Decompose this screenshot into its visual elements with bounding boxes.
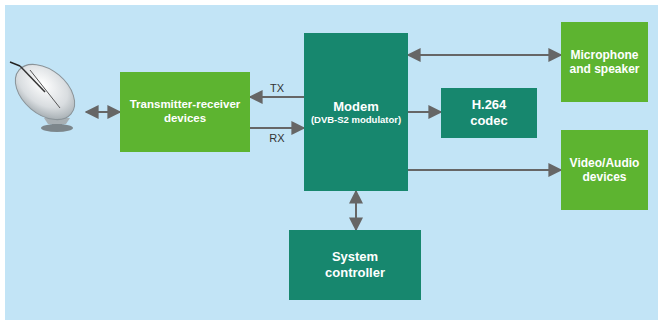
controller-box: System controller <box>289 230 421 300</box>
connector-arrow <box>408 169 561 171</box>
device-box: Transmitter-receiver devices <box>120 72 250 152</box>
node-title: System controller <box>310 249 400 280</box>
signal-label: TX <box>268 82 286 94</box>
connector-arrow <box>250 96 304 98</box>
node-title: Modem <box>333 99 379 115</box>
connector-arrow <box>408 54 561 56</box>
device-box: Video/Audio devices <box>561 130 648 210</box>
signal-label: RX <box>267 132 286 144</box>
modem-box: Modem(DVB-S2 modulator) <box>304 33 408 191</box>
connector-arrow <box>408 111 441 113</box>
node-subtitle: (DVB-S2 modulator) <box>311 114 401 125</box>
connector-arrow <box>355 191 357 230</box>
codec-box: H.264 codec <box>441 88 537 138</box>
node-title: Video/Audio devices <box>565 156 645 185</box>
dish-link-arrow <box>86 111 120 113</box>
connector-arrow <box>250 127 304 129</box>
node-title: Microphone and speaker <box>565 48 645 77</box>
node-title: Transmitter-receiver devices <box>123 98 247 126</box>
device-box: Microphone and speaker <box>561 22 648 102</box>
node-title: H.264 codec <box>459 97 519 128</box>
satellite-dish <box>5 53 85 132</box>
